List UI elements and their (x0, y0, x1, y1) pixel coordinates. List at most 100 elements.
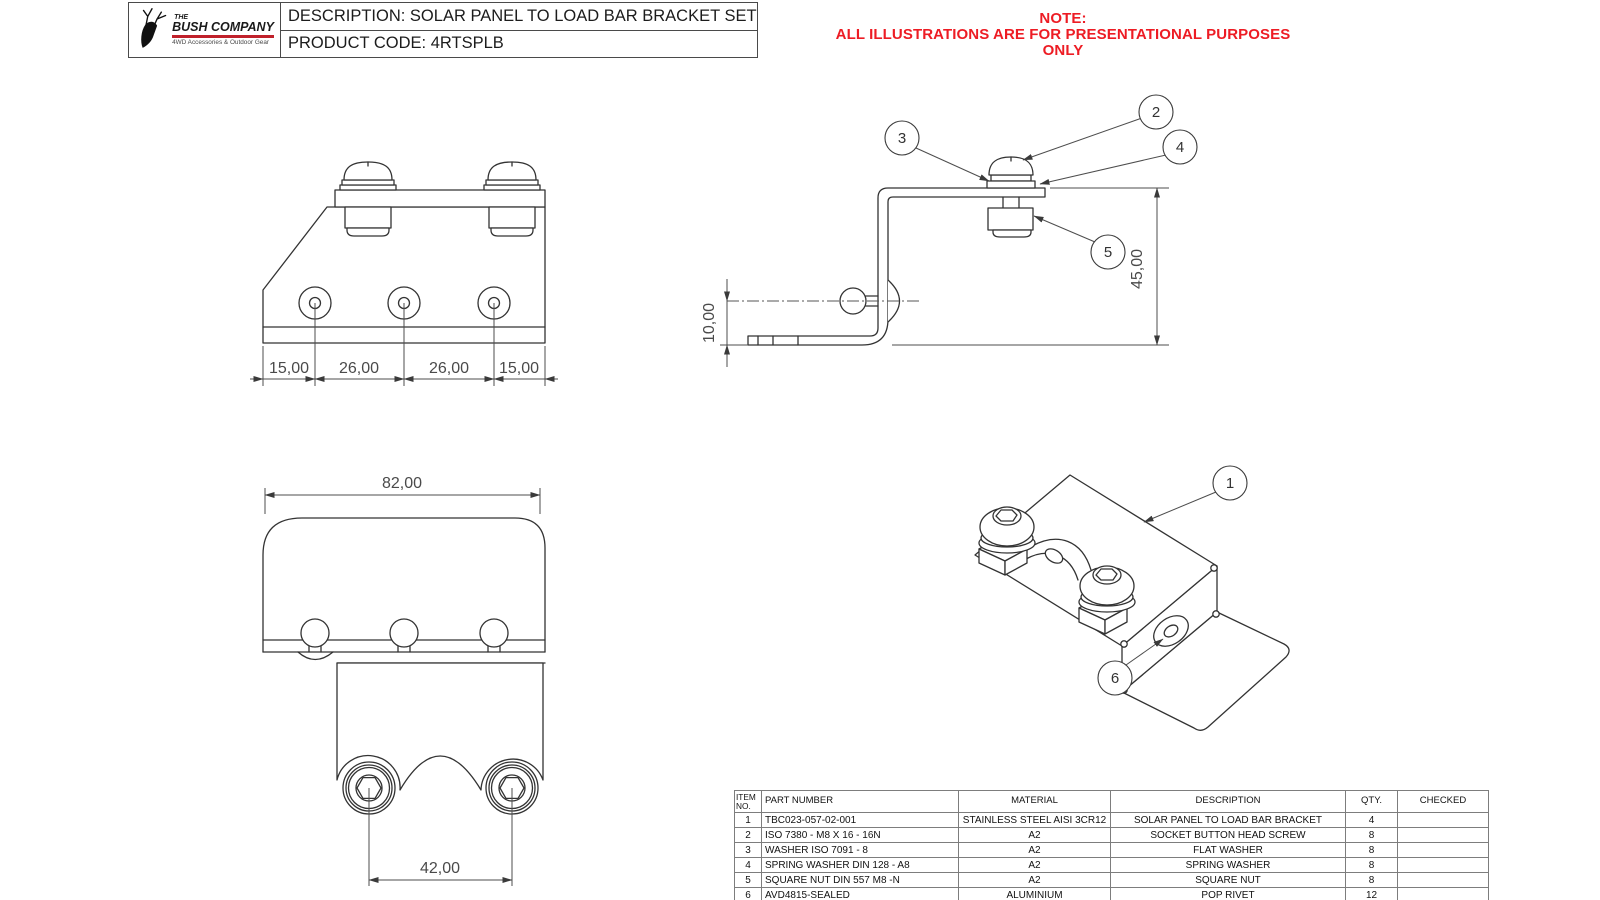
bom-cell-material: A2 (958, 842, 1111, 858)
side-pop-rivet (727, 279, 922, 323)
bom-cell-description: SOLAR PANEL TO LOAD BAR BRACKET (1110, 812, 1346, 828)
bom-body: 1 TBC023-057-02-001 STAINLESS STEEL AISI… (734, 812, 1489, 900)
bom-cell-checked (1397, 842, 1489, 858)
bom-cell-description: SOCKET BUTTON HEAD SCREW (1110, 827, 1346, 843)
bom-cell-material: STAINLESS STEEL AISI 3CR12 (958, 812, 1111, 828)
iso-bridge-hole (1044, 548, 1064, 564)
balloon-6 (1097, 660, 1133, 696)
bom-cell-checked (1397, 827, 1489, 843)
table-row: 5 SQUARE NUT DIN 557 M8 -N A2 SQUARE NUT… (734, 872, 1489, 888)
bom-cell-checked (1397, 872, 1489, 888)
balloon-2-label: 2 (1152, 104, 1160, 121)
bom-cell-qty: 4 (1345, 812, 1398, 828)
bom-cell-item-no: 2 (734, 827, 762, 843)
balloon-4 (1162, 129, 1198, 165)
front-view: 15,00 26,00 26,00 15,00 (250, 161, 558, 386)
brand-underline (172, 34, 274, 38)
side-dimension-lines (720, 187, 1169, 367)
side-balloons: 3 2 4 5 (884, 94, 1198, 270)
dimension-label: 42,00 (420, 860, 460, 877)
bom-cell-checked (1397, 887, 1489, 900)
bom-cell-qty: 8 (1345, 857, 1398, 873)
kudu-icon (141, 8, 167, 48)
front-screw-assembly (339, 161, 397, 237)
bom-cell-item-no: 4 (734, 857, 762, 873)
top-dimension-lines (264, 488, 541, 886)
bom-cell-material: A2 (958, 857, 1111, 873)
iso-screw-assembly (1078, 565, 1136, 635)
bom-cell-item-no: 5 (734, 872, 762, 888)
table-row: 3 WASHER ISO 7091 - 8 A2 FLAT WASHER 8 (734, 842, 1489, 858)
bom-cell-material: A2 (958, 872, 1111, 888)
bom-header-qty: QTY. (1345, 790, 1398, 813)
bom-table: ITEM NO. PART NUMBER MATERIAL DESCRIPTIO… (734, 790, 1489, 900)
title-fields: DESCRIPTION: SOLAR PANEL TO LOAD BAR BRA… (281, 3, 757, 57)
bom-header-item-no: ITEM NO. (734, 790, 762, 813)
side-dimension-labels: 45,00 10,00 (701, 249, 1146, 343)
bom-cell-material: A2 (958, 827, 1111, 843)
iso-balloons: 1 6 (1097, 465, 1248, 696)
bom-cell-qty: 8 (1345, 872, 1398, 888)
bom-cell-part-number: ISO 7380 - M8 X 16 - 16N (761, 827, 959, 843)
title-block: THE BUSH COMPANY 4WD Accessories & Outdo… (128, 2, 758, 58)
bom-cell-qty: 8 (1345, 842, 1398, 858)
balloon-3-label: 3 (898, 130, 906, 147)
brand-text: THE BUSH COMPANY 4WD Accessories & Outdo… (172, 14, 274, 46)
bom-cell-part-number: SQUARE NUT DIN 557 M8 -N (761, 872, 959, 888)
top-dimension-labels: 82,00 42,00 (382, 475, 460, 877)
dimension-label: 15,00 (269, 360, 309, 377)
table-row: 6 AVD4815-SEALED ALUMINIUM POP RIVET 12 (734, 887, 1489, 900)
balloon-5-label: 5 (1104, 244, 1112, 261)
balloon-4-label: 4 (1176, 139, 1184, 156)
side-view: 45,00 10,00 3 2 4 5 (701, 94, 1198, 367)
dimension-label: 15,00 (499, 360, 539, 377)
bom-cell-description: POP RIVET (1110, 887, 1346, 900)
front-bracket-outline (262, 189, 546, 344)
bom-cell-part-number: SPRING WASHER DIN 128 - A8 (761, 857, 959, 873)
balloon-6-label: 6 (1111, 670, 1119, 687)
isometric-view: 1 6 (974, 465, 1290, 731)
top-rivet-heads (300, 618, 509, 653)
bom-cell-item-no: 3 (734, 842, 762, 858)
table-row: 1 TBC023-057-02-001 STAINLESS STEEL AISI… (734, 812, 1489, 828)
dimension-label: 26,00 (339, 360, 379, 377)
bom-cell-item-no: 1 (734, 812, 762, 828)
bom-cell-part-number: WASHER ISO 7091 - 8 (761, 842, 959, 858)
bom-cell-qty: 12 (1345, 887, 1398, 900)
note-title: NOTE: (1039, 10, 1087, 27)
description-row: DESCRIPTION: SOLAR PANEL TO LOAD BAR BRA… (281, 3, 757, 31)
bom-cell-description: SQUARE NUT (1110, 872, 1346, 888)
bom-cell-qty: 8 (1345, 827, 1398, 843)
front-dimension-lines (250, 303, 558, 386)
bom-cell-part-number: AVD4815-SEALED (761, 887, 959, 900)
bom-cell-description: FLAT WASHER (1110, 842, 1346, 858)
bom-header-row: ITEM NO. PART NUMBER MATERIAL DESCRIPTIO… (734, 790, 1489, 813)
iso-screw-assembly (978, 506, 1036, 576)
kudu-head (141, 21, 158, 48)
top-view: 82,00 42,00 (262, 475, 546, 886)
bom-header-description: DESCRIPTION (1110, 790, 1346, 813)
balloon-1-label: 1 (1226, 475, 1234, 492)
table-row: 4 SPRING WASHER DIN 128 - A8 A2 SPRING W… (734, 857, 1489, 873)
bom-cell-item-no: 6 (734, 887, 762, 900)
brand-the: THE (174, 14, 189, 22)
bom-cell-checked (1397, 812, 1489, 828)
front-screw-assembly (483, 161, 541, 237)
brand-name: BUSH COMPANY (172, 20, 274, 35)
bom-header-checked: CHECKED (1397, 790, 1489, 813)
bom-cell-checked (1397, 857, 1489, 873)
bom-cell-part-number: TBC023-057-02-001 (761, 812, 959, 828)
brand-tagline: 4WD Accessories & Outdoor Gear (172, 38, 270, 46)
side-screw-assembly (986, 156, 1036, 238)
bom-cell-description: SPRING WASHER (1110, 857, 1346, 873)
table-row: 2 ISO 7380 - M8 X 16 - 16N A2 SOCKET BUT… (734, 827, 1489, 843)
dimension-label: 26,00 (429, 360, 469, 377)
bom-cell-material: ALUMINIUM (958, 887, 1111, 900)
balloon-5 (1090, 234, 1126, 270)
company-logo: THE BUSH COMPANY 4WD Accessories & Outdo… (129, 3, 281, 57)
front-dimension-labels: 15,00 26,00 26,00 15,00 (269, 360, 539, 377)
bom-header-part-number: PART NUMBER (761, 790, 959, 813)
bom-header-material: MATERIAL (958, 790, 1111, 813)
balloon-3 (884, 120, 920, 156)
